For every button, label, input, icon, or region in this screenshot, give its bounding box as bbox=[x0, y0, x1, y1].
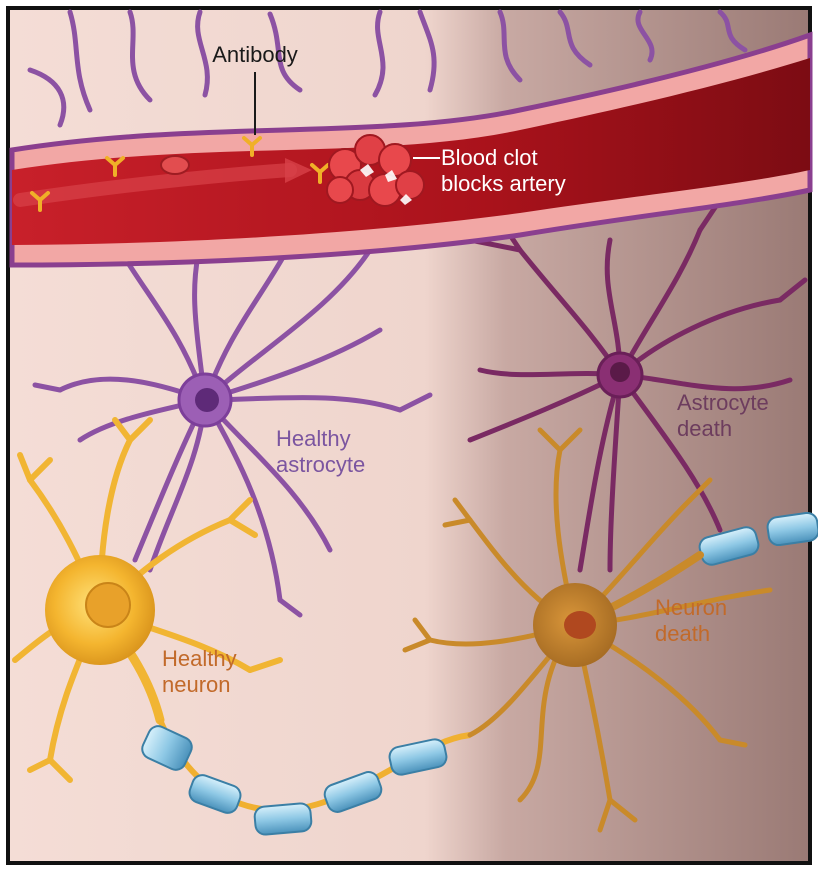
healthy-neuron-label-line1: Healthy bbox=[162, 646, 237, 671]
healthy-neuron-label-line2: neuron bbox=[162, 672, 231, 697]
neuron-death-label-line1: Neuron bbox=[655, 595, 727, 620]
healthy-astrocyte-label-line1: Healthy bbox=[276, 426, 351, 451]
clot-label-line2: blocks artery bbox=[441, 171, 566, 196]
clot-label-line1: Blood clot bbox=[441, 145, 538, 170]
astrocyte-death-label-line1: Astrocyte bbox=[677, 390, 769, 415]
healthy-neuron-nucleus bbox=[86, 583, 130, 627]
dying-astrocyte-nucleus bbox=[610, 362, 630, 382]
dying-neuron-nucleus bbox=[564, 611, 596, 639]
healthy-astrocyte-nucleus bbox=[195, 388, 219, 412]
neuron-death-label-line2: death bbox=[655, 621, 710, 646]
red-blood-cell bbox=[161, 156, 189, 174]
healthy-astrocyte-label-line2: astrocyte bbox=[276, 452, 365, 477]
antibody-label: Antibody bbox=[212, 42, 298, 67]
astrocyte-death-label-line2: death bbox=[677, 416, 732, 441]
